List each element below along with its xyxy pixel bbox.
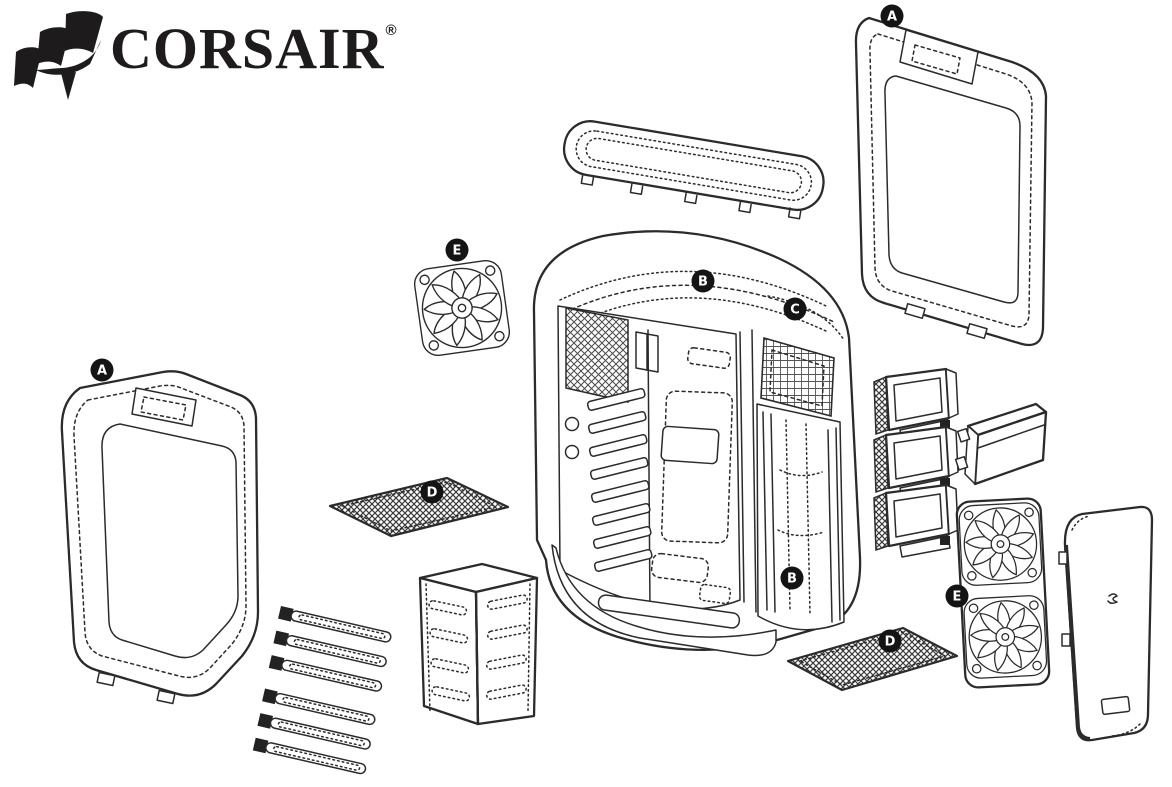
ssd-tray: [873, 483, 959, 558]
registered-mark: ®: [385, 22, 397, 39]
badge-e-top: E: [445, 238, 469, 262]
badge-e-bottom: E: [945, 584, 969, 608]
windowed-side-panel-left: [60, 370, 260, 705]
svg-text:B: B: [698, 275, 708, 290]
ssd-trays: [873, 367, 959, 558]
dual-fan-assembly: [955, 497, 1051, 689]
badge-c: C: [783, 297, 807, 321]
badge-d-top: D: [420, 480, 444, 504]
svg-text:A: A: [97, 364, 107, 379]
screw-mark: [1107, 593, 1118, 605]
brand-text: CORSAIR: [110, 16, 385, 81]
solid-side-panel: [1058, 505, 1154, 742]
corsair-sails-icon: [14, 11, 103, 100]
120mm-fan: [413, 259, 512, 358]
svg-text:C: C: [790, 303, 800, 318]
svg-text:D: D: [885, 635, 896, 650]
svg-text:B: B: [787, 572, 797, 587]
top-cover-panel: [562, 120, 825, 220]
accessory-box: [954, 402, 1048, 486]
badge-a-left: A: [90, 358, 114, 382]
corsair-logo: CORSAIR ®: [14, 10, 397, 112]
dust-filter-bottom: [786, 626, 959, 692]
svg-text:E: E: [453, 244, 462, 259]
svg-text:A: A: [887, 10, 897, 25]
windowed-side-panel-right: [854, 16, 1048, 347]
main-case-body: [532, 230, 862, 657]
svg-text:D: D: [427, 486, 438, 501]
badge-b-bottom: B: [780, 566, 804, 590]
drive-rail-stack: [252, 606, 392, 775]
badge-b-top: B: [691, 269, 715, 293]
dust-filter-top: [328, 476, 510, 538]
svg-text:E: E: [953, 590, 962, 605]
badge-d-bottom: D: [878, 629, 902, 653]
badge-a-right: A: [880, 4, 904, 28]
hdd-drive-cage: [418, 562, 539, 726]
